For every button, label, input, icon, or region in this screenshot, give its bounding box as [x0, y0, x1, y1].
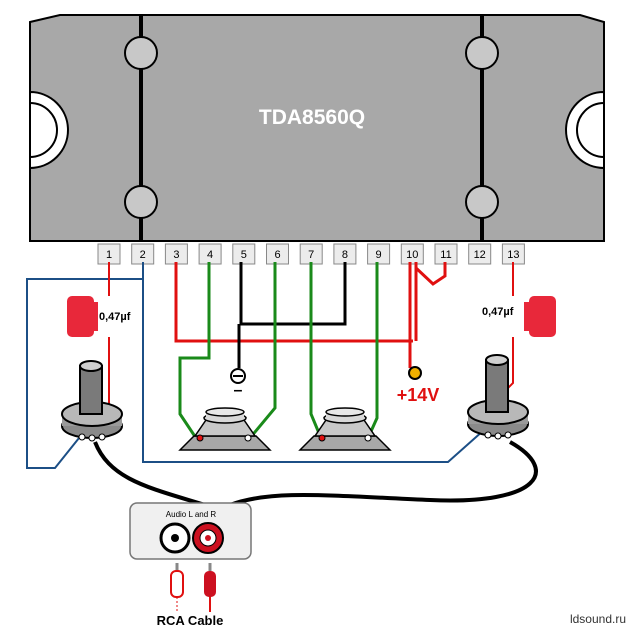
pin-label-9: 9 [376, 249, 382, 261]
green-spk1-minus [178, 262, 211, 439]
pin-label-3: 3 [173, 249, 179, 261]
right-speaker-plus-terminal [318, 434, 326, 442]
left-capacitor [67, 296, 98, 337]
pin-label-1: 1 [106, 249, 112, 261]
rca-plug-white [170, 563, 184, 612]
connector-label: Audio L and R [166, 510, 217, 519]
ground-terminal [230, 368, 246, 384]
blue-left-wire [26, 262, 144, 469]
watermark: ldsound.ru [570, 612, 626, 626]
pin-label-10: 10 [406, 249, 418, 261]
black-ground-wire [239, 262, 347, 326]
green-spk2-minus [309, 262, 323, 439]
chip-body [29, 14, 605, 242]
right-capacitor [524, 296, 556, 337]
rca-plug-red [204, 563, 216, 612]
pin-label-13: 13 [507, 249, 519, 261]
chip-name: TDA8560Q [259, 106, 365, 129]
left-speaker [178, 407, 272, 451]
supply-terminal [408, 366, 422, 380]
pin-label-6: 6 [274, 249, 280, 261]
right-speaker-minus-terminal [364, 434, 372, 442]
right-speaker [298, 407, 392, 451]
pin-box-6 [266, 243, 289, 265]
rca-connector-block [129, 502, 252, 560]
ground-label: – [234, 382, 243, 399]
supply-label: +14V [397, 385, 440, 405]
cable-label: RCA Cable [157, 613, 224, 628]
green-spk1-plus [248, 262, 277, 439]
pin-box-5 [232, 243, 256, 265]
pin-label-7: 7 [308, 249, 314, 261]
red-supply-wire [174, 262, 413, 343]
red-pin11-wire [414, 262, 447, 286]
pin-box-10 [400, 243, 424, 265]
right-audio-cable [229, 440, 538, 507]
left-potentiometer [61, 360, 123, 442]
left-capacitor-label: 0,47µf [99, 311, 131, 323]
pin-box-12 [468, 243, 492, 265]
pin-label-11: 11 [440, 249, 451, 261]
pin-box-9 [367, 243, 391, 265]
pin-label-4: 4 [207, 249, 213, 261]
left-speaker-plus-terminal [196, 434, 204, 442]
left-speaker-minus-terminal [244, 434, 252, 442]
pin-label-12: 12 [474, 249, 486, 261]
wires [26, 262, 538, 507]
pin-label-2: 2 [140, 249, 146, 261]
pin-label-8: 8 [342, 249, 348, 261]
blue-right-wire [142, 279, 485, 463]
left-audio-cable [93, 441, 206, 507]
green-spk2-plus [366, 262, 379, 439]
right-potentiometer [467, 354, 529, 440]
pin-label-5: 5 [241, 249, 247, 261]
right-capacitor-label: 0,47µf [482, 306, 514, 318]
